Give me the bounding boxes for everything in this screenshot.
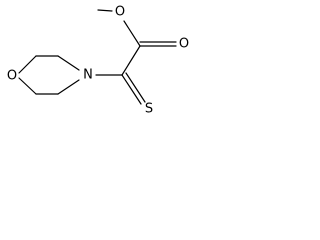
ring-oxygen-label: O: [7, 69, 17, 84]
thione-sulfur-label: S: [145, 102, 153, 117]
chemical-structure-diagram: O N S O O: [7, 5, 189, 117]
bond-ester-oxygen-to-methyl: [97, 9, 113, 12]
bond-thione-to-carbonyl: [121, 45, 141, 76]
bond-cs-line-1: [121, 74, 142, 105]
bond-c4-o: [18, 77, 37, 95]
bond-carbonyl-to-ester-oxygen: [123, 20, 141, 47]
carbonyl-double-bond: [139, 41, 177, 47]
ring-nitrogen-label: N: [83, 68, 93, 83]
structure-canvas: O N S O O: [0, 0, 196, 121]
ester-oxygen-label: O: [115, 5, 125, 20]
morpholine-ring: [18, 55, 80, 95]
bond-cs-line-2: [125, 72, 146, 103]
bond-n-c3: [57, 79, 80, 95]
thione-double-bond: [121, 72, 146, 105]
bond-c2-n: [57, 55, 80, 71]
bond-o-c1: [18, 55, 37, 74]
carbonyl-oxygen-label: O: [179, 37, 189, 52]
